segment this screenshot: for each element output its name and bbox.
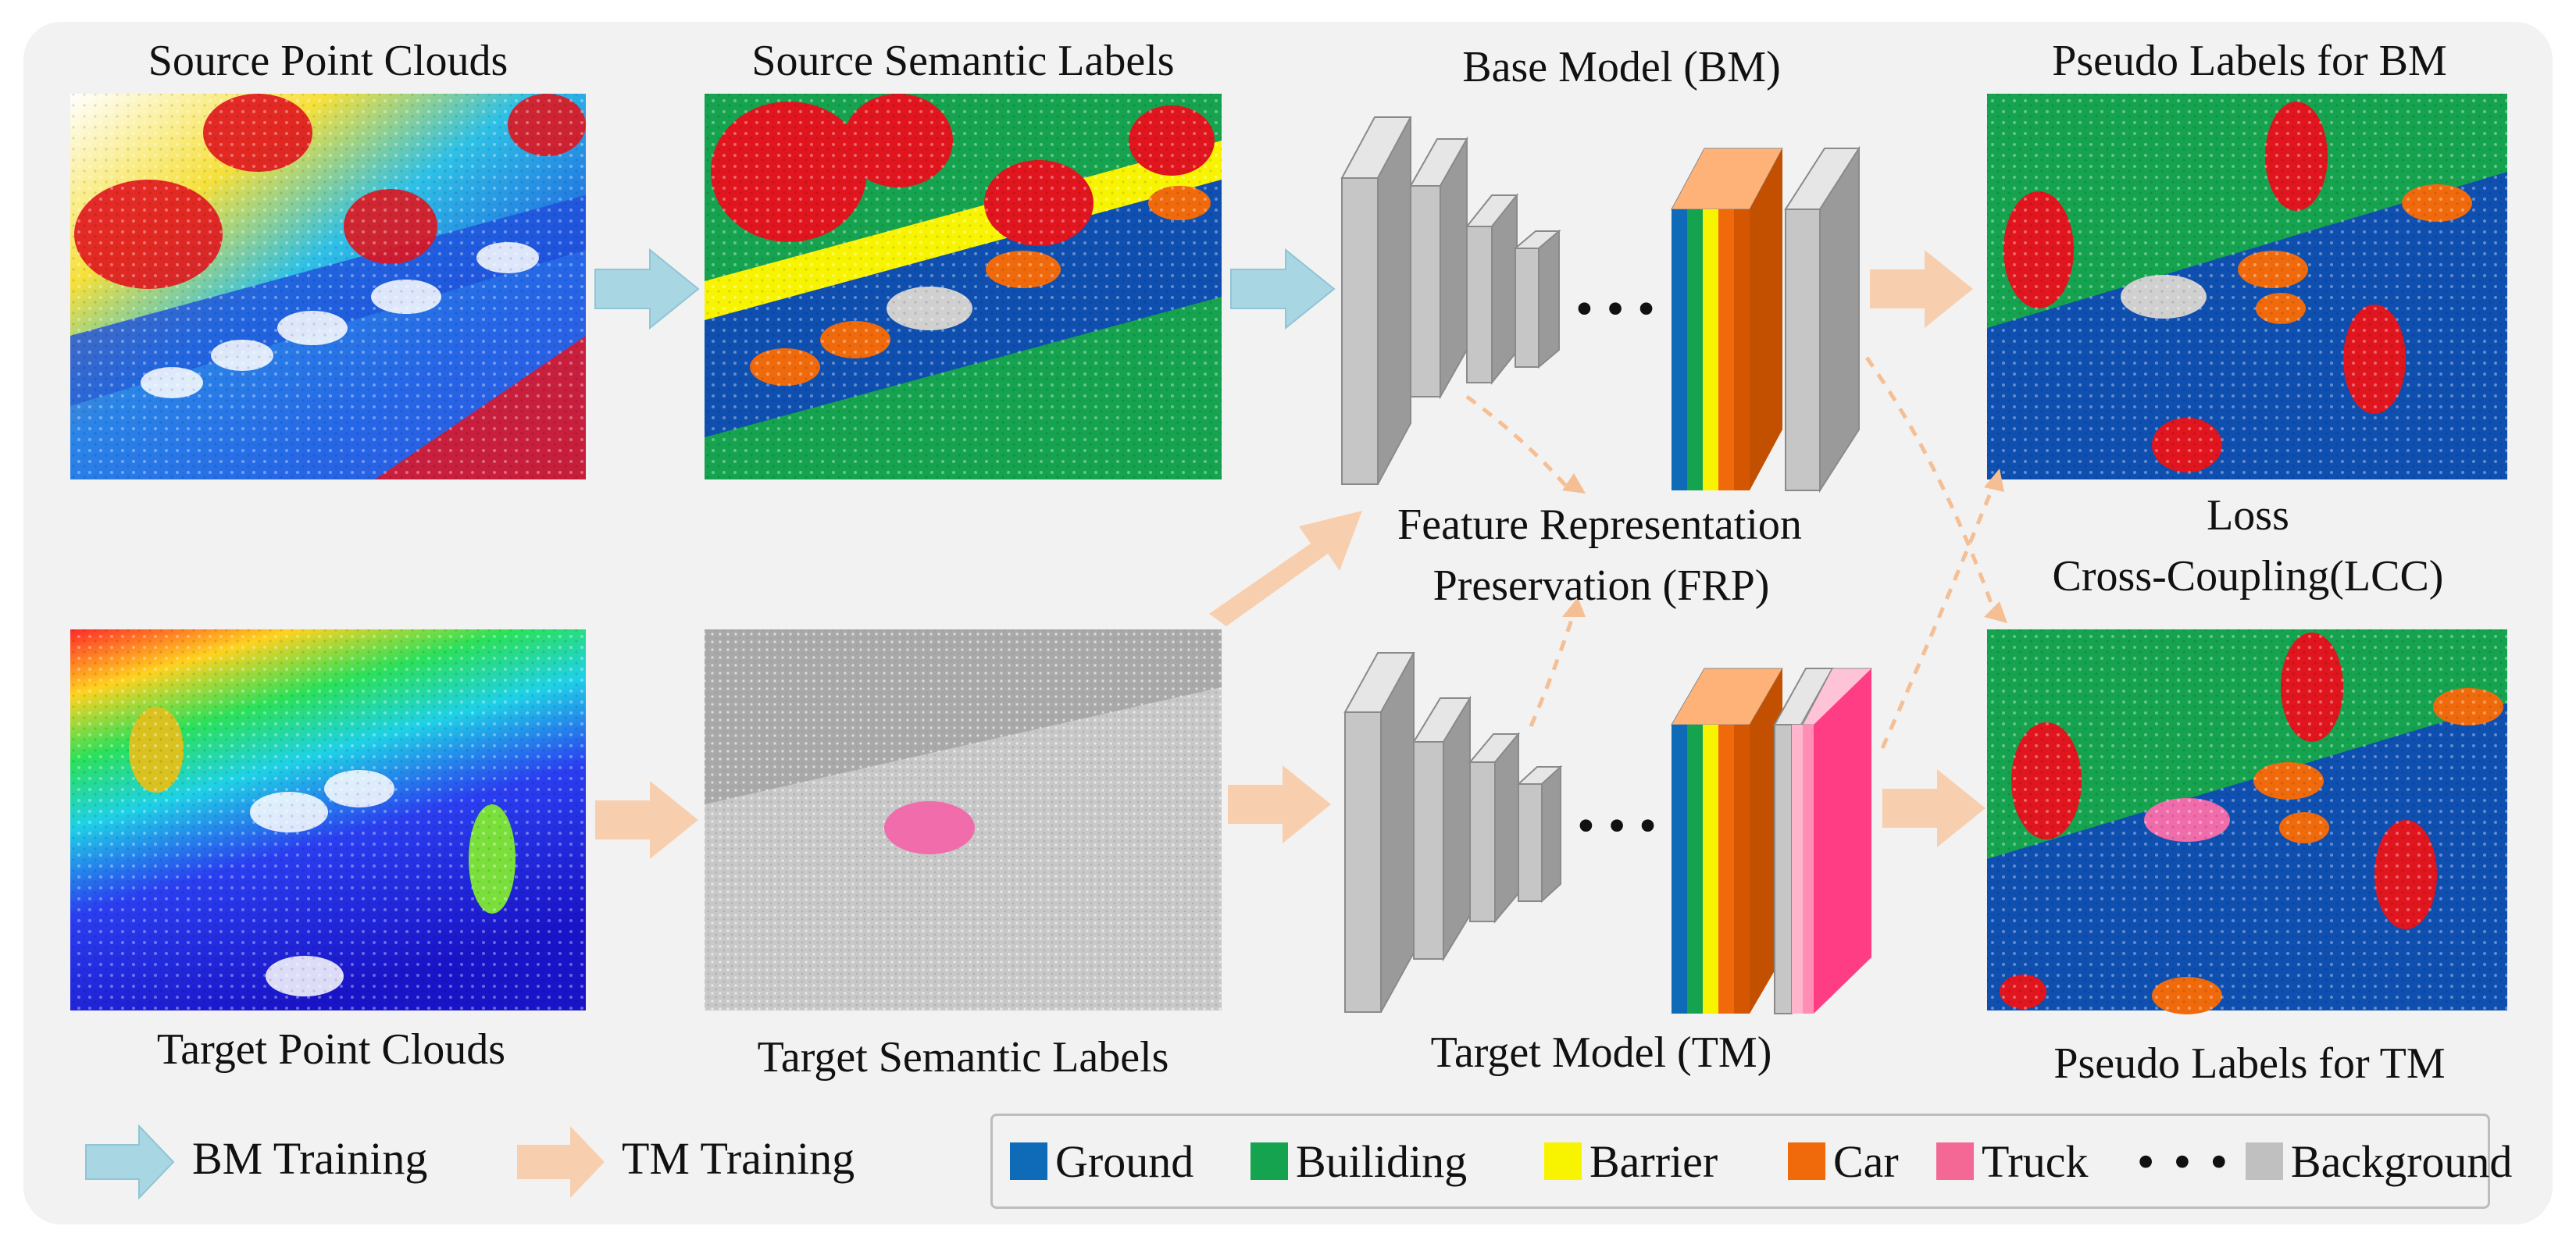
target-point-cloud-image xyxy=(70,629,586,1010)
legend-label-car: Car xyxy=(1833,1135,1899,1187)
legend-tm-training: TM Training xyxy=(622,1133,855,1184)
legend-ground: Ground xyxy=(1010,1133,1193,1189)
label-lcc-line1: Loss xyxy=(2207,491,2289,540)
label-target-point-clouds: Target Point Clouds xyxy=(156,1025,506,1074)
label-source-semantic-labels: Source Semantic Labels xyxy=(751,37,1175,85)
source-semantic-labels-image xyxy=(705,94,1222,479)
label-frp-line1: Feature Representation xyxy=(1397,501,1802,549)
pseudo-labels-tm-image xyxy=(1987,629,2507,1014)
bm-ellipsis: • • • xyxy=(1575,280,1656,337)
target-model-network xyxy=(1343,652,1872,1014)
tm-arrow-diagonal xyxy=(1209,511,1362,626)
label-base-model: Base Model (BM) xyxy=(1462,43,1781,91)
label-lcc-line2: Cross-Coupling(LCC) xyxy=(2052,552,2444,601)
legend-label-building: Builiding xyxy=(1296,1135,1468,1187)
label-pseudo-labels-bm: Pseudo Labels for BM xyxy=(2052,37,2447,85)
tm-ellipsis: • • • xyxy=(1576,797,1657,854)
dashed-arrowhead-frp-bottom xyxy=(1562,597,1586,617)
legend-swatch-truck xyxy=(1936,1142,1974,1180)
dashed-arrowhead-lcc-down xyxy=(1984,601,2007,623)
legend-barrier: Barrier xyxy=(1544,1133,1718,1189)
tm-arrow-1 xyxy=(595,781,698,859)
legend-building: Builiding xyxy=(1251,1133,1467,1189)
tm-arrow-2 xyxy=(1228,765,1331,843)
label-target-model: Target Model (TM) xyxy=(1430,1028,1772,1077)
label-pseudo-labels-tm: Pseudo Labels for TM xyxy=(2053,1039,2446,1088)
bm-arrow-1 xyxy=(594,248,700,330)
base-model-network xyxy=(1340,116,1861,494)
legend-bm-arrow xyxy=(85,1124,175,1200)
legend-label-barrier: Barrier xyxy=(1589,1135,1718,1187)
legend-swatch-barrier xyxy=(1544,1142,1582,1180)
legend-label-truck: Truck xyxy=(1982,1135,2089,1187)
bm-arrow-2 xyxy=(1230,248,1336,330)
legend-truck: Truck xyxy=(1936,1133,2088,1189)
tm-arrow-bm-out xyxy=(1870,250,1973,328)
label-source-point-clouds: Source Point Clouds xyxy=(148,37,508,85)
label-frp-line2: Preservation (FRP) xyxy=(1432,561,1770,610)
legend-bm-training: BM Training xyxy=(192,1133,428,1184)
legend-background-ellipsis: • • • xyxy=(2138,1135,2232,1187)
class-legend: Ground Builiding Barrier Car Truck • • •… xyxy=(990,1114,2512,1209)
legend-label-ground: Ground xyxy=(1055,1135,1194,1187)
dashed-arrowhead-lcc-up xyxy=(1984,469,2004,492)
legend-swatch-building xyxy=(1251,1142,1288,1180)
source-point-cloud-image xyxy=(70,94,586,479)
label-target-semantic-labels: Target Semantic Labels xyxy=(757,1033,1169,1082)
pseudo-labels-bm-image xyxy=(1987,94,2507,479)
legend-label-background: Background xyxy=(2290,1135,2513,1187)
legend-swatch-car xyxy=(1788,1142,1825,1180)
frp-dashed-arrows xyxy=(1465,356,1999,750)
target-semantic-labels-image xyxy=(705,629,1222,1010)
dashed-arrowhead-frp-top xyxy=(1562,473,1586,494)
legend-swatch-background xyxy=(2245,1142,2283,1180)
legend-swatch-ground xyxy=(1010,1142,1047,1180)
legend-background: • • • Background xyxy=(2138,1133,2512,1189)
legend-car: Car xyxy=(1788,1133,1899,1189)
legend-tm-arrow xyxy=(517,1126,605,1198)
tm-arrow-tm-out xyxy=(1882,769,1986,847)
